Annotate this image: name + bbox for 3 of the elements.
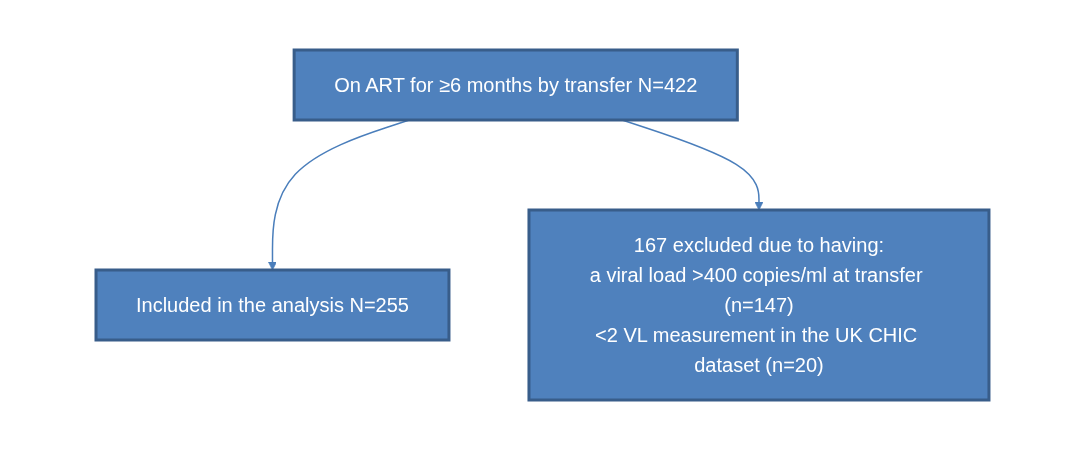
node-box: Included in the analysis N=255	[94, 268, 451, 342]
node-box: 167 excluded due to having: a viral load >400 copies/ml at transfer (n=147) <2 VL measurement in the UK CHIC dataset (n=20)	[527, 208, 991, 402]
node-box: On ART for ≥6 months by transfer N=422	[292, 48, 739, 122]
